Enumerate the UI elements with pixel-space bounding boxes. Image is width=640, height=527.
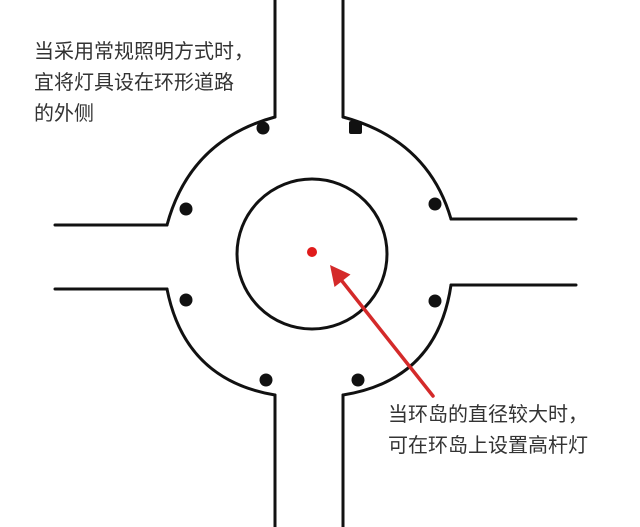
pointer-arrow-shaft [336, 274, 435, 398]
note-high-mast-lighting: 当环岛的直径较大时， 可在环岛上设置高杆灯 [388, 399, 588, 461]
note-top-line-3: 的外侧 [34, 101, 94, 125]
outer-ring-arc-top-left [165, 115, 277, 227]
note-bottom-line-2: 可在环岛上设置高杆灯 [388, 433, 588, 457]
central-island [235, 177, 389, 331]
lamp-right-lower [428, 294, 442, 308]
note-top-line-2: 宜将灯具设在环形道路 [34, 70, 234, 94]
lamp-bottom-right [351, 373, 365, 387]
lamp-left-lower [179, 293, 193, 307]
pointer-arrow [330, 265, 435, 398]
note-bottom-line-1: 当环岛的直径较大时， [388, 402, 588, 426]
lamp-left-upper [179, 202, 193, 216]
high-mast-light [307, 247, 317, 257]
lamp-top-right [349, 121, 362, 134]
road-outline [53, 0, 578, 527]
pointer-arrow-head [330, 265, 351, 287]
note-conventional-lighting: 当采用常规照明方式时， 宜将灯具设在环形道路 的外侧 [34, 36, 254, 129]
lamp-top-left [256, 121, 270, 135]
lamp-bottom-left [259, 373, 273, 387]
outer-ring-arc-bottom-left [165, 287, 277, 397]
outer-ring-arc-bottom-right [341, 283, 453, 397]
lamp-right-upper [428, 197, 442, 211]
note-top-line-1: 当采用常规照明方式时， [34, 39, 254, 63]
lamp-group [179, 121, 442, 387]
